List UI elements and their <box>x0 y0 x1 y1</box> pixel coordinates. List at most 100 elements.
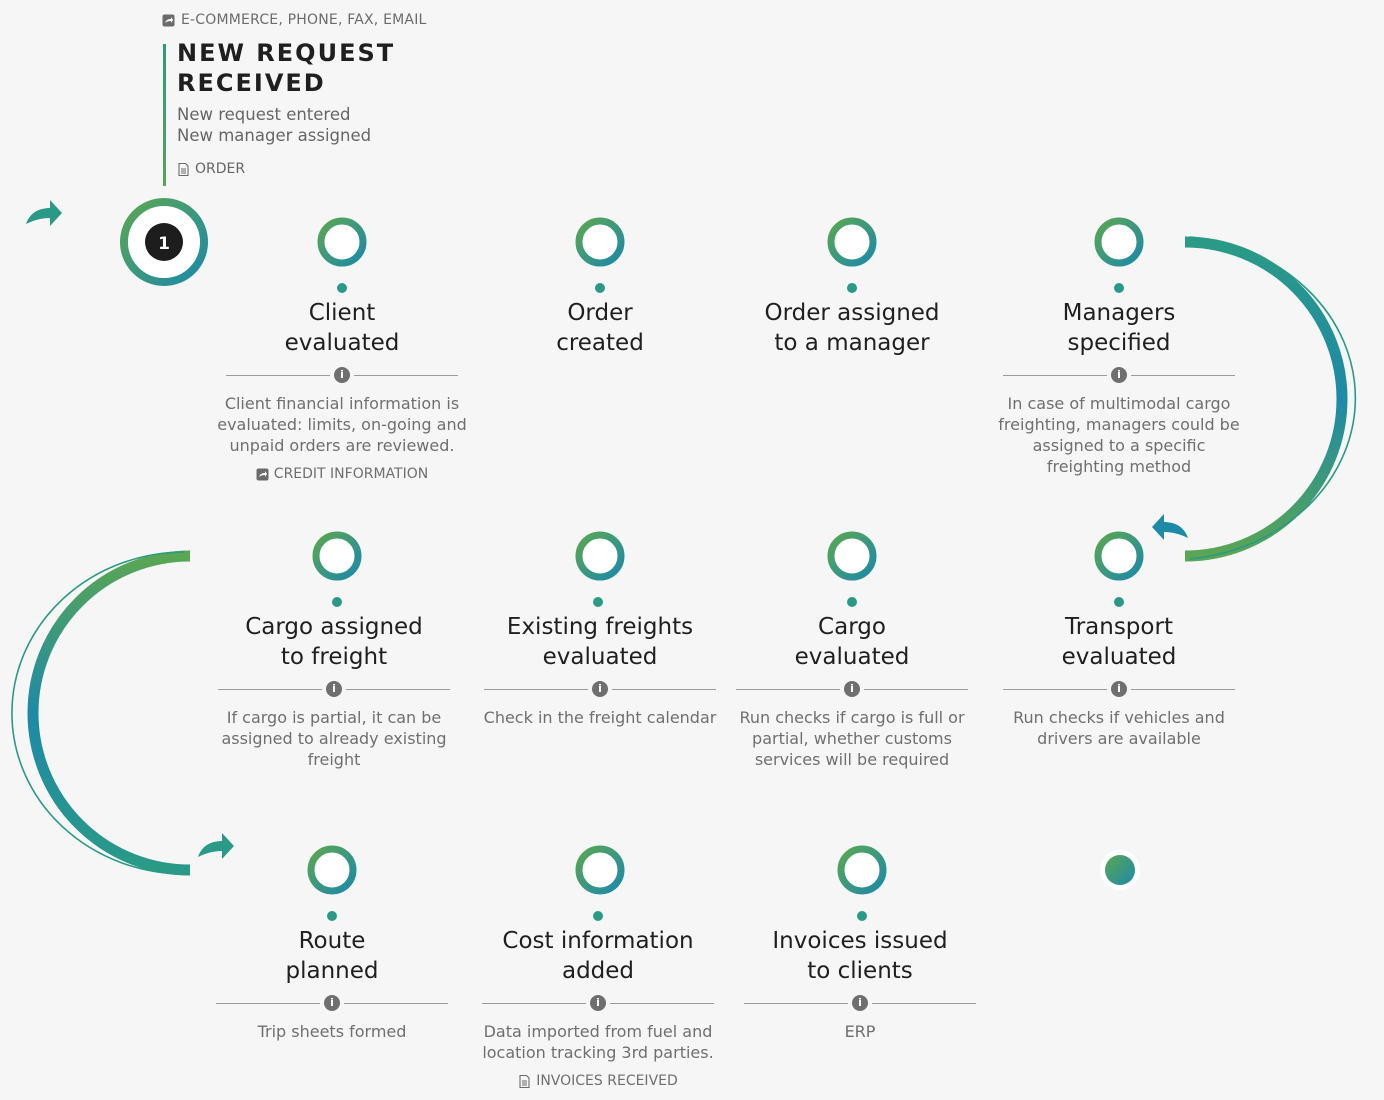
step-dot <box>847 283 857 293</box>
step-dot <box>327 911 337 921</box>
step-title: evaluated <box>284 330 400 356</box>
intake-channels: E-COMMERCE, PHONE, FAX, EMAIL <box>162 12 427 28</box>
step-node <box>1094 531 1144 581</box>
step-description-line: assigned to already existing <box>221 729 447 748</box>
step-title: Managers <box>1062 300 1176 326</box>
step-order-created: Order created <box>470 298 730 358</box>
info-icon: i <box>592 681 608 697</box>
arrow-left-icon <box>1152 514 1188 540</box>
step-node <box>317 217 367 267</box>
header-title-line: NEW REQUEST <box>177 39 396 67</box>
intake-channels-text: E-COMMERCE, PHONE, FAX, EMAIL <box>181 12 427 28</box>
step-node <box>575 531 625 581</box>
header-details: New request entered New manager assigned <box>177 104 371 146</box>
step-description-line: location tracking 3rd parties. <box>482 1043 714 1062</box>
step-divider: i <box>216 995 448 1011</box>
info-icon: i <box>852 995 868 1011</box>
step-title: Cargo <box>818 614 886 640</box>
step-description-line: freighting method <box>1046 457 1192 476</box>
step-node <box>575 845 625 895</box>
step-description-line: Run checks if vehicles and <box>1013 708 1225 727</box>
info-icon: i <box>334 367 350 383</box>
step-description: Run checks if vehicles and drivers are a… <box>989 707 1249 749</box>
step-title: added <box>561 958 635 984</box>
step-description: Client financial information is evaluate… <box>212 393 472 456</box>
step-description: Run checks if cargo is full or partial, … <box>722 707 982 770</box>
step-node <box>312 531 362 581</box>
track-turn-right-outline <box>1189 236 1357 560</box>
track-turn-left <box>27 550 191 876</box>
start-step-number: 1 <box>158 234 170 254</box>
step-dot <box>1114 597 1124 607</box>
step-description: Data imported from fuel and location tra… <box>468 1021 728 1063</box>
step-dot <box>857 911 867 921</box>
step-divider: i <box>1003 367 1235 383</box>
step-divider: i <box>744 995 976 1011</box>
step-description-line: Client financial information is <box>224 394 460 413</box>
document-icon <box>519 1074 530 1088</box>
step-node <box>1094 217 1144 267</box>
step-document-label: CREDIT INFORMATION <box>273 466 429 482</box>
step-dot <box>593 911 603 921</box>
step-description-line: assigned to a specific <box>1032 436 1206 455</box>
arrow-right-icon <box>26 200 62 226</box>
step-description-line: Trip sheets formed <box>257 1022 407 1041</box>
step-document: INVOICES RECEIVED <box>468 1073 728 1089</box>
step-title: evaluated <box>542 644 658 670</box>
step-description-line: ERP <box>844 1022 876 1041</box>
step-divider: i <box>482 995 714 1011</box>
step-document: CREDIT INFORMATION <box>212 466 472 482</box>
step-title: Transport <box>1065 614 1173 640</box>
header-detail: New manager assigned <box>177 126 372 145</box>
track-turn-left-outline <box>11 551 186 875</box>
step-cost-information: Cost information added i Data imported f… <box>468 926 728 1089</box>
step-description-line: evaluated: limits, on-going and <box>217 415 467 434</box>
step-cargo-evaluated: Cargo evaluated i Run checks if cargo is… <box>722 612 982 770</box>
step-title: to freight <box>280 644 388 670</box>
step-title: Cargo assigned <box>245 614 423 640</box>
step-description-line: freight <box>307 750 361 769</box>
info-icon: i <box>590 995 606 1011</box>
step-description-line: Check in the freight calendar <box>483 708 717 727</box>
step-title: evaluated <box>1061 644 1177 670</box>
step-dot <box>337 283 347 293</box>
end-node-core <box>1105 855 1135 885</box>
header-document-label: ORDER <box>195 161 246 177</box>
step-description: ERP <box>730 1021 990 1042</box>
step-title: specified <box>1067 330 1171 356</box>
step-title: evaluated <box>794 644 910 670</box>
step-invoices-issued: Invoices issued to clients i ERP <box>730 926 990 1042</box>
step-order-assigned: Order assigned to a manager <box>722 298 982 358</box>
step-description-line: unpaid orders are reviewed. <box>229 436 455 455</box>
step-node <box>837 845 887 895</box>
step-divider: i <box>218 681 450 697</box>
info-icon: i <box>1111 681 1127 697</box>
step-dot <box>332 597 342 607</box>
info-icon: i <box>844 681 860 697</box>
step-title: Invoices issued <box>772 928 948 954</box>
header-title-line: RECEIVED <box>177 69 326 97</box>
share-icon <box>162 14 175 26</box>
step-description-line: If cargo is partial, it can be <box>226 708 442 727</box>
step-transport-evaluated: Transport evaluated i Run checks if vehi… <box>989 612 1249 749</box>
step-existing-freights: Existing freights evaluated i Check in t… <box>470 612 730 728</box>
header-detail: New request entered <box>177 105 351 124</box>
track-turn-right <box>1184 236 1348 562</box>
step-description: In case of multimodal cargo freighting, … <box>989 393 1249 477</box>
step-description: If cargo is partial, it can be assigned … <box>204 707 464 770</box>
info-icon: i <box>1111 367 1127 383</box>
step-nodes <box>307 217 1144 921</box>
start-node-core <box>145 223 183 261</box>
step-divider: i <box>484 681 716 697</box>
header-document: ORDER <box>177 161 245 177</box>
step-client-evaluated: Client evaluated i Client financial info… <box>212 298 472 482</box>
step-route-planned: Route planned i Trip sheets formed <box>202 926 462 1042</box>
step-dot <box>1114 283 1124 293</box>
step-description: Trip sheets formed <box>202 1021 462 1042</box>
step-dot <box>847 597 857 607</box>
step-description-line: Data imported from fuel and <box>483 1022 713 1041</box>
step-description-line: freighting, managers could be <box>998 415 1240 434</box>
share-icon <box>256 468 269 480</box>
info-icon: i <box>326 681 342 697</box>
step-title: Order <box>567 300 633 326</box>
